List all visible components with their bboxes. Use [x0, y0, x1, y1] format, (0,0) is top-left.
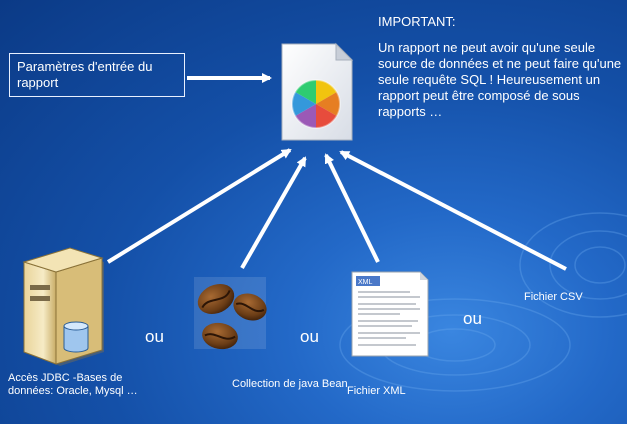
bean-source-label: Collection de java Bean	[232, 378, 348, 390]
jdbc-source-label: Accès JDBC -Bases de données: Oracle, My…	[8, 372, 138, 397]
or-connector-2: ou	[300, 327, 319, 346]
input-parameters-box: Paramètres d'entrée du rapport	[9, 53, 185, 97]
important-body: Un rapport ne peut avoir qu'une seule so…	[378, 40, 622, 119]
arrow-bean-to-report	[240, 156, 307, 269]
arrow-csv-to-report	[339, 150, 567, 271]
arrow-jdbc-to-report	[106, 148, 292, 264]
or-connector-1: ou	[145, 327, 164, 346]
csv-source-label: Fichier CSV	[524, 291, 583, 303]
or-connector-3: ou	[463, 309, 482, 328]
important-title: IMPORTANT:	[378, 14, 456, 29]
report-document-icon	[281, 42, 354, 141]
arrow-xml-to-report	[324, 153, 380, 263]
ripple-decoration	[339, 212, 627, 392]
xml-source-label: Fichier XML	[347, 385, 406, 397]
coffee-bean-icon	[194, 277, 267, 350]
xml-icon-label: XML	[358, 279, 373, 286]
database-server-icon	[22, 247, 104, 366]
input-parameters-label: Paramètres d'entrée du rapport	[17, 59, 153, 90]
xml-document-icon: XML	[351, 271, 429, 357]
